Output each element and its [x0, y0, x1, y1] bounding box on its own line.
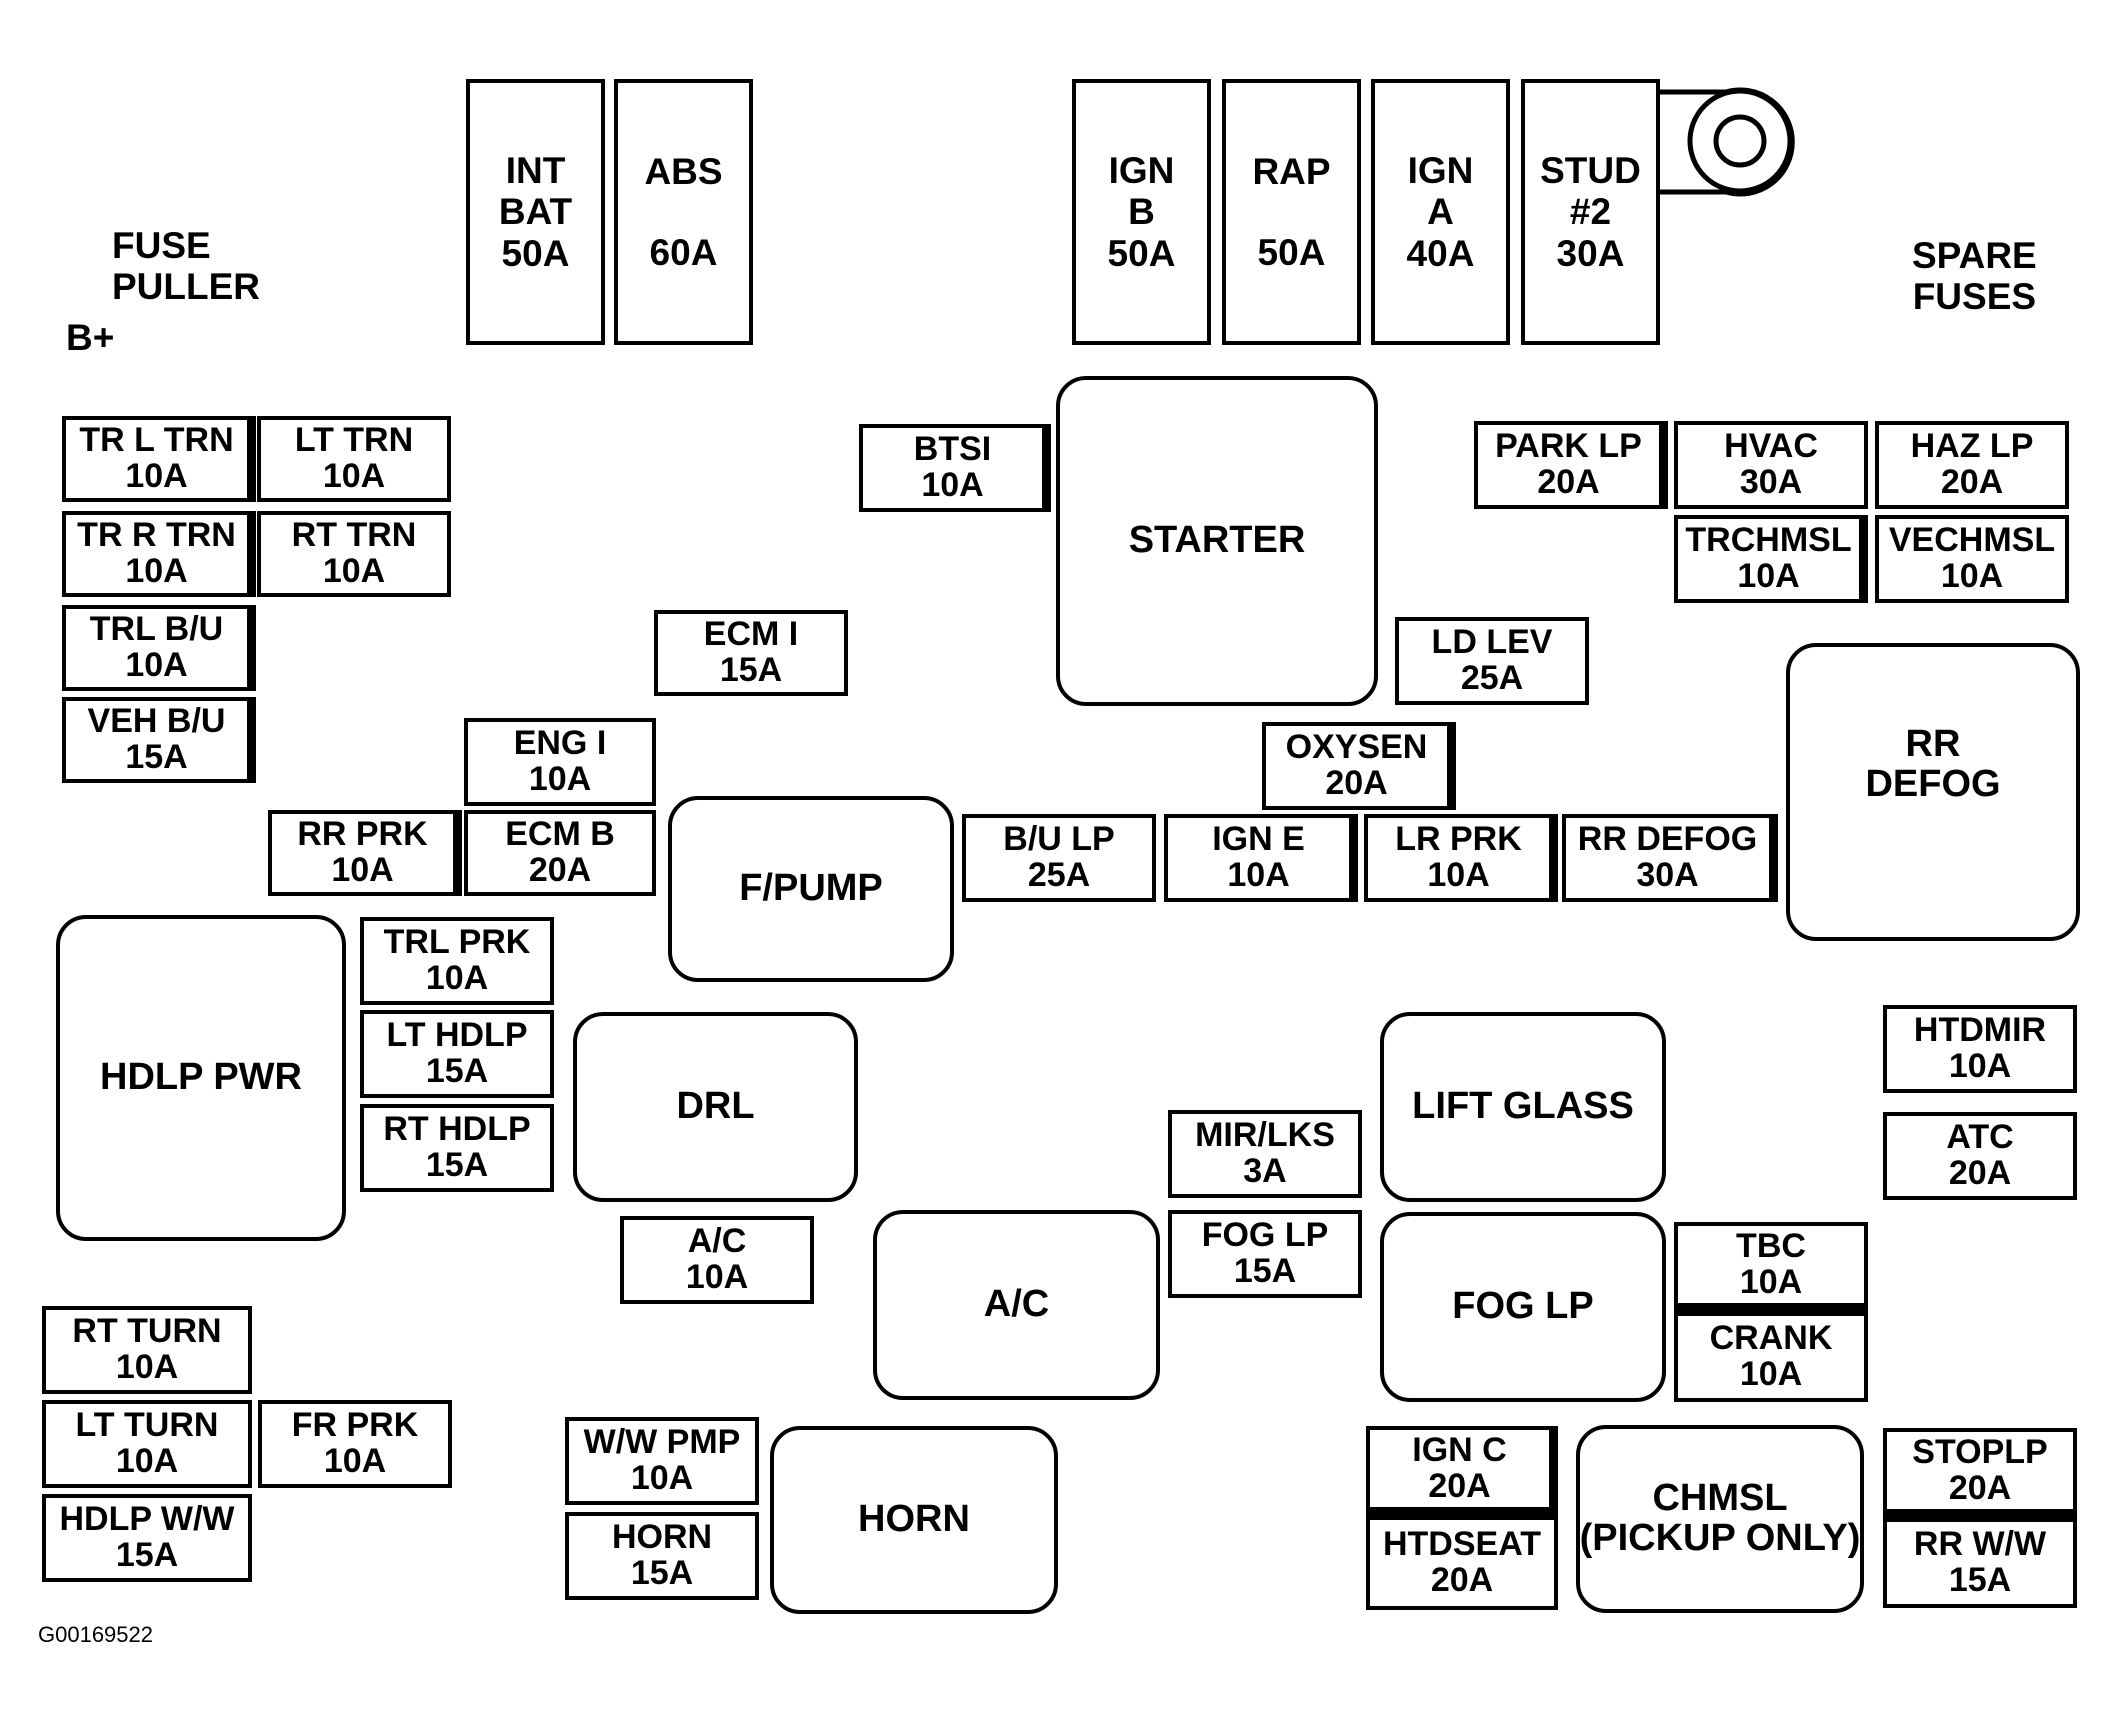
relay-drl: DRL: [573, 1012, 858, 1202]
relay-lift-glass: LIFT GLASS: [1380, 1012, 1666, 1202]
b-plus-label: B+: [66, 317, 115, 358]
relay-horn: HORN: [770, 1426, 1058, 1614]
relay-ac: A/C: [873, 1210, 1160, 1400]
relay-f-pump: F/PUMP: [668, 796, 954, 982]
relay-fog-lp: FOG LP: [1380, 1212, 1666, 1402]
relay-hdlp-pwr: HDLP PWR: [56, 915, 346, 1241]
relay-chmsl: CHMSL(PICKUP ONLY): [1576, 1425, 1864, 1613]
figure-code: G00169522: [38, 1622, 153, 1647]
relay-starter: STARTER: [1056, 376, 1378, 706]
